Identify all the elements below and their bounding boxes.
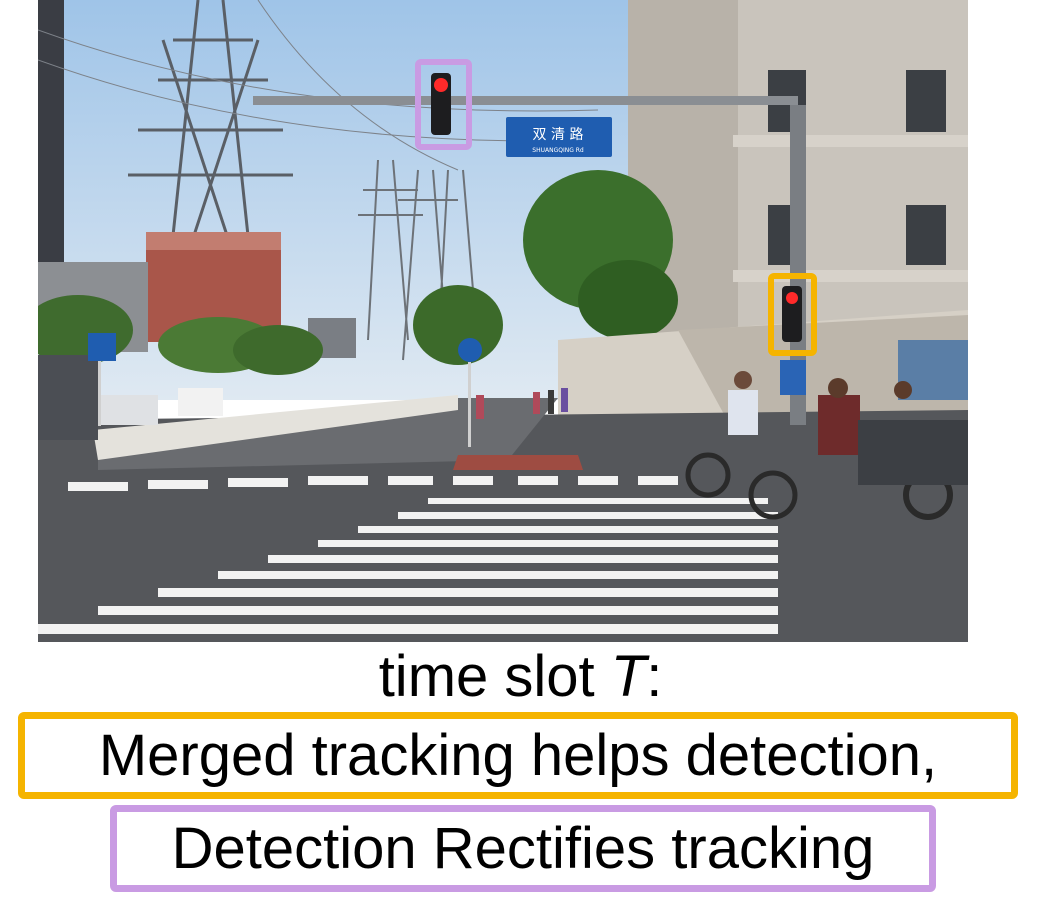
caption-prefix: time slot [378, 644, 611, 709]
blue-sign-left [88, 333, 116, 361]
car-left [38, 355, 98, 440]
caption-variable: T [610, 644, 647, 709]
caption-suffix: : [646, 644, 663, 709]
caption-line-3-detection: Detection Rectifies tracking [110, 805, 936, 892]
caption-line-2-text: Merged tracking helps detection, [98, 722, 938, 788]
caption-line-2-tracking: Merged tracking helps detection, [18, 712, 1018, 799]
blue-sign-center [458, 338, 482, 362]
caption-line-1: time slot T: [0, 648, 1041, 706]
street-sign-text: 双 清 路 [533, 127, 584, 143]
crosswalk [38, 476, 778, 634]
tracking-box [768, 273, 817, 356]
left-building [38, 0, 64, 270]
street-sign-subtext: SHUANGQING Rd [532, 147, 584, 154]
signal-pole [790, 105, 806, 425]
signal-arm [253, 96, 798, 105]
detection-box [415, 59, 472, 150]
pedestrians [476, 388, 568, 419]
caption-line-3-text: Detection Rectifies tracking [171, 815, 875, 881]
riders [685, 371, 968, 520]
power-pylon-center [358, 159, 479, 361]
barrier [93, 395, 458, 460]
street-photo: 双 清 路 SHUANGQING Rd [38, 0, 968, 642]
street-sign [506, 117, 612, 157]
power-pylon-left [128, 0, 293, 331]
